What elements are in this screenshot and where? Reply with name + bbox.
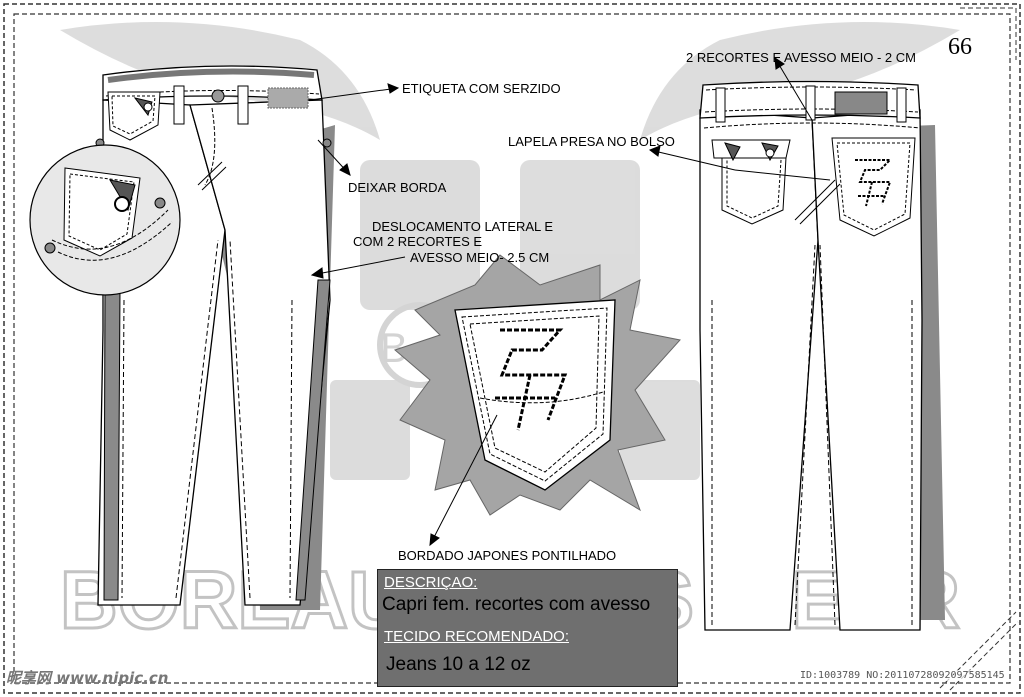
embroidery-detail [394,254,681,516]
pocket-detail-zoom [29,144,181,296]
back-inseam-stitch [711,244,913,626]
front-pants-drawing [95,65,335,610]
front-fly-stitch [204,107,216,186]
back-belt-loop-2 [896,87,907,123]
big-pocket-band [479,391,604,404]
site-watermark-right: ID:1003789 NO:20110728092097585145 [800,670,1005,681]
back-right-pocket [831,137,916,237]
front-side-rivet-right [322,138,332,148]
callout-deslocamento-1: DESLOCAMENTO LATERAL E [372,219,553,234]
back-leather-patch [834,91,888,115]
zoom-top-rivet [154,197,166,209]
corner-stitch-top-right [960,7,1017,60]
front-waist-button [211,89,225,103]
back-belt-loop-1 [715,87,726,123]
site-watermark-left: 昵享网 www.nipic.cn [6,669,169,687]
tecido-label: TECIDO RECOMENDADO: [384,628,570,645]
arrow-recortes-back [774,57,813,121]
watermark-block-2 [520,160,640,310]
descricao-label: DESCRIÇAO: [384,574,478,591]
arrow-etiqueta [309,87,399,101]
big-pocket-embroidery [495,328,568,431]
callout-arrows [309,57,831,547]
arrow-bordado [429,414,498,546]
back-flap-rivet [765,148,775,158]
front-belt-loop-1 [173,85,185,125]
arrow-lapela [649,149,736,171]
arrow-lapela-2 [734,169,831,181]
front-left-side-stripe [103,289,121,601]
description-box: DESCRIÇAO: Capri fem. recortes com avess… [377,569,678,687]
callout-etiqueta: ETIQUETA COM SERZIDO [402,81,561,96]
callout-bordado: BORDADO JAPONES PONTILHADO [398,548,616,563]
back-flap-tab-left [724,142,741,162]
arrowhead-bordado [429,533,440,547]
arrowhead-recortes-back [774,57,785,70]
callout-lapela: LAPELA PRESA NO BOLSO [508,134,675,149]
page-number: 66 [948,34,972,60]
back-pocket-flap [711,139,791,159]
back-belt-loop-3 [805,85,816,121]
arrowhead-deslocamento [310,267,324,279]
callout-deslocamento-3: AVESSO MEIO- 2.5 CM [410,250,549,265]
front-rivet [143,102,153,112]
big-pocket [454,299,616,491]
tecido-value: Jeans 10 a 12 oz [386,654,531,675]
back-yoke-seam [703,122,921,129]
arrowhead-lapela [648,145,661,157]
front-serzido-label [267,87,309,109]
callout-recortes-back: 2 RECORTES E AVESSO MEIO - 2 CM [686,50,916,65]
arrowhead-etiqueta [387,83,400,94]
zoom-seam-stitch [51,209,173,261]
zoom-rivet [114,196,130,212]
back-pocket-embroidery [855,159,893,207]
back-pocket-slash [794,179,841,225]
callout-deslocamento-2: COM 2 RECORTES E [353,234,482,249]
front-right-side-stripe [295,279,331,601]
descricao-value: Capri fem. recortes com avesso [382,594,651,615]
front-knee-marks [197,161,227,191]
watermark-block-3 [330,380,410,480]
back-right-pocket-stitch [836,142,911,231]
outer-dashed-frame [3,3,1021,694]
front-waistband-inner [107,68,315,83]
big-pocket-stitch [461,307,608,482]
arrow-deslocamento [311,256,406,276]
front-coin-pocket-stitch [111,95,156,135]
watermark-block-1 [360,160,480,310]
zoom-side-rivet [44,242,56,254]
callout-deixar-borda: DEIXAR BORDA [348,180,447,195]
back-pants-drawing [699,80,945,631]
zoom-pocket-stitch [68,173,135,251]
arrowhead-deixar-borda [339,163,351,176]
front-belt-loop-2 [237,85,249,125]
